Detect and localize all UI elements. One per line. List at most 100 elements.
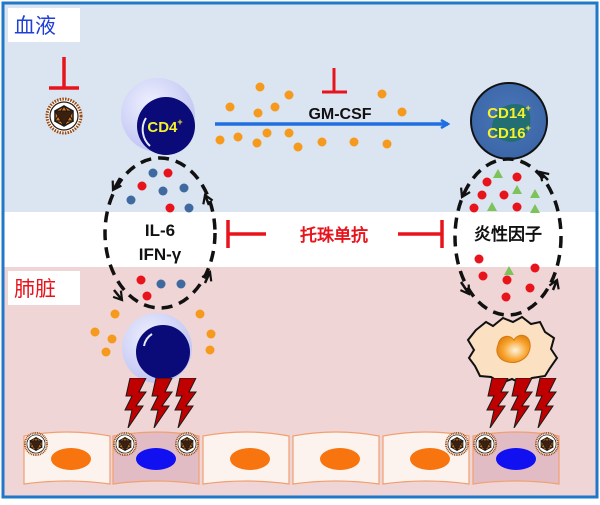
tocilizumab-right-inhibit [398, 220, 444, 248]
cytokine-dot [110, 309, 120, 319]
nucleus [230, 448, 270, 470]
nucleus [51, 448, 91, 470]
cytokine-dot [101, 347, 111, 357]
nucleus [136, 448, 176, 470]
cytokine-dot [107, 334, 117, 344]
epithelial-cell [382, 431, 470, 485]
cytokine-dot [525, 283, 535, 293]
cytokine-dot [284, 90, 294, 100]
epithelial-cell [23, 431, 111, 485]
nucleus [496, 448, 536, 470]
cytokine-dot [377, 89, 387, 99]
infected-epithelial-cell [112, 431, 200, 485]
virus-inhibit-icon [49, 57, 79, 90]
inflammatory-factor-loop [453, 157, 563, 317]
cytokine-dot [163, 168, 173, 178]
nucleus [410, 448, 450, 470]
cytokine-dot [478, 271, 488, 281]
cytokine-dot [225, 102, 235, 112]
cytokine-dot [262, 128, 272, 138]
lung-gm-csf-cytokines [90, 309, 216, 357]
gm-csf-cytokines [215, 82, 407, 152]
nucleus [320, 448, 360, 470]
virus-icon [23, 431, 49, 457]
cytokine-dot [397, 107, 407, 117]
il6-ifn-cytokines [126, 168, 194, 301]
cytokine-dot [179, 183, 189, 193]
cd4-label: CD4+ [147, 117, 182, 136]
lung-epithelium [23, 431, 560, 485]
lung-label: 肺脏 [14, 277, 56, 301]
lung-t-cell [122, 313, 192, 383]
cytokine-dot [512, 202, 522, 212]
cytokine-dot [184, 203, 194, 213]
cytokine-dot [206, 329, 216, 339]
cytokine-dot [252, 138, 262, 148]
cytokine-dot [148, 168, 158, 178]
cytokine-triangle [530, 189, 540, 198]
cytokine-triangle [493, 169, 503, 178]
il6-ifn-loop [103, 156, 217, 310]
cytokine-dot [233, 132, 243, 142]
cytokine-dot [501, 292, 511, 302]
cytokine-dot [158, 186, 168, 196]
virus-icon [112, 431, 138, 457]
cytokine-dot [137, 181, 147, 191]
cytokine-triangle [487, 202, 497, 211]
monocyte-cell: CD14+ CD16+ [470, 82, 548, 160]
cytokine-triangle [512, 185, 522, 194]
gm-csf-inhibit-icon [322, 68, 347, 94]
cytokine-dot [165, 203, 175, 213]
tocilizumab-label: 托珠单抗 [300, 225, 368, 246]
cytokine-dot [474, 254, 484, 264]
virus-icon [534, 431, 560, 457]
gm-csf-label: GM-CSF [308, 106, 371, 123]
virus-icon [444, 431, 470, 457]
cytokine-dot [499, 190, 509, 200]
inflammatory-cytokines [469, 169, 540, 302]
macrophage-cell [466, 315, 559, 386]
cytokine-dot [482, 177, 492, 187]
cytokine-dot [90, 327, 100, 337]
cytokine-dot [530, 263, 540, 273]
cytokine-dot [255, 82, 265, 92]
cytokine-dot [469, 203, 479, 213]
virus-icon [45, 97, 83, 135]
blood-label-box [8, 8, 80, 42]
cytokine-dot [477, 190, 487, 200]
cytokine-dot [512, 172, 522, 182]
cytokine-dot [142, 291, 152, 301]
cytokine-dot [205, 345, 215, 355]
cytokine-dot [284, 128, 294, 138]
virus-icon [472, 431, 498, 457]
cytokine-dot [195, 309, 205, 319]
epithelial-cell [292, 431, 380, 485]
il6-label: IL-6 [145, 221, 175, 240]
blood-label: 血液 [14, 14, 56, 38]
cytokine-dot [136, 275, 146, 285]
cytokine-dot [349, 137, 359, 147]
epithelial-cell [202, 431, 290, 485]
cytokine-dot [293, 142, 303, 152]
cytokine-dot [270, 102, 280, 112]
cd4-t-cell: CD4+ [121, 78, 195, 155]
inflammatory-factor-label: 炎性因子 [474, 224, 542, 245]
cytokine-dot [502, 275, 512, 285]
cd16-label: CD16+ [487, 123, 531, 142]
cytokine-triangle [504, 266, 514, 275]
cytokine-dot [253, 108, 263, 118]
cd14-label: CD14+ [487, 103, 531, 122]
cytokine-dot [215, 135, 225, 145]
cytokine-triangle [530, 204, 540, 213]
interface-region [4, 212, 596, 267]
cytokine-dot [156, 279, 166, 289]
virus-icon [174, 431, 200, 457]
cytokine-dot [317, 137, 327, 147]
lung-label-box [8, 271, 80, 305]
tocilizumab-left-inhibit [226, 220, 266, 248]
ifn-gamma-label: IFN-γ [139, 245, 182, 264]
infected-epithelial-cell [472, 431, 560, 485]
